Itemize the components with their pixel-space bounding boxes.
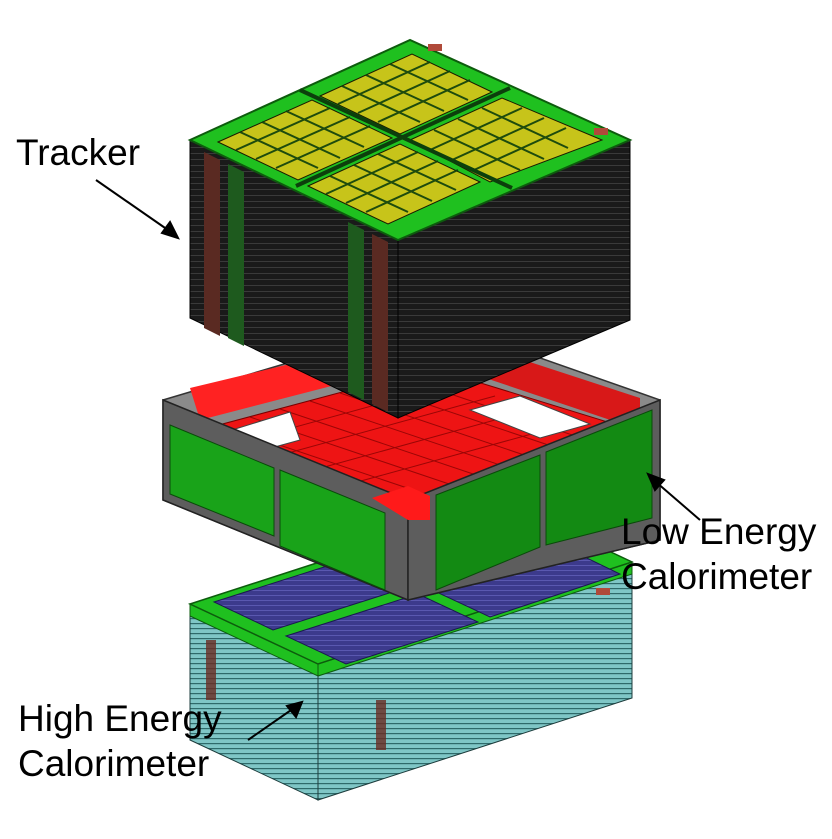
low-energy-label-line2: Calorimeter bbox=[621, 556, 813, 598]
tracker-label-text: Tracker bbox=[16, 132, 141, 173]
high-energy-arrow bbox=[247, 700, 304, 741]
tracker bbox=[187, 38, 633, 419]
tracker-arrow bbox=[95, 179, 180, 240]
low-energy-arrow bbox=[646, 472, 701, 521]
high-energy-label-line1: High Energy bbox=[18, 698, 222, 739]
high-energy-calorimeter-label: High Energy Calorimeter bbox=[18, 696, 222, 786]
high-energy-label-line2: Calorimeter bbox=[18, 743, 210, 785]
low-energy-label-line1: Low Energy bbox=[621, 511, 817, 552]
tracker-label: Tracker bbox=[16, 130, 140, 175]
low-energy-calorimeter-label: Low Energy Calorimeter bbox=[621, 509, 816, 599]
